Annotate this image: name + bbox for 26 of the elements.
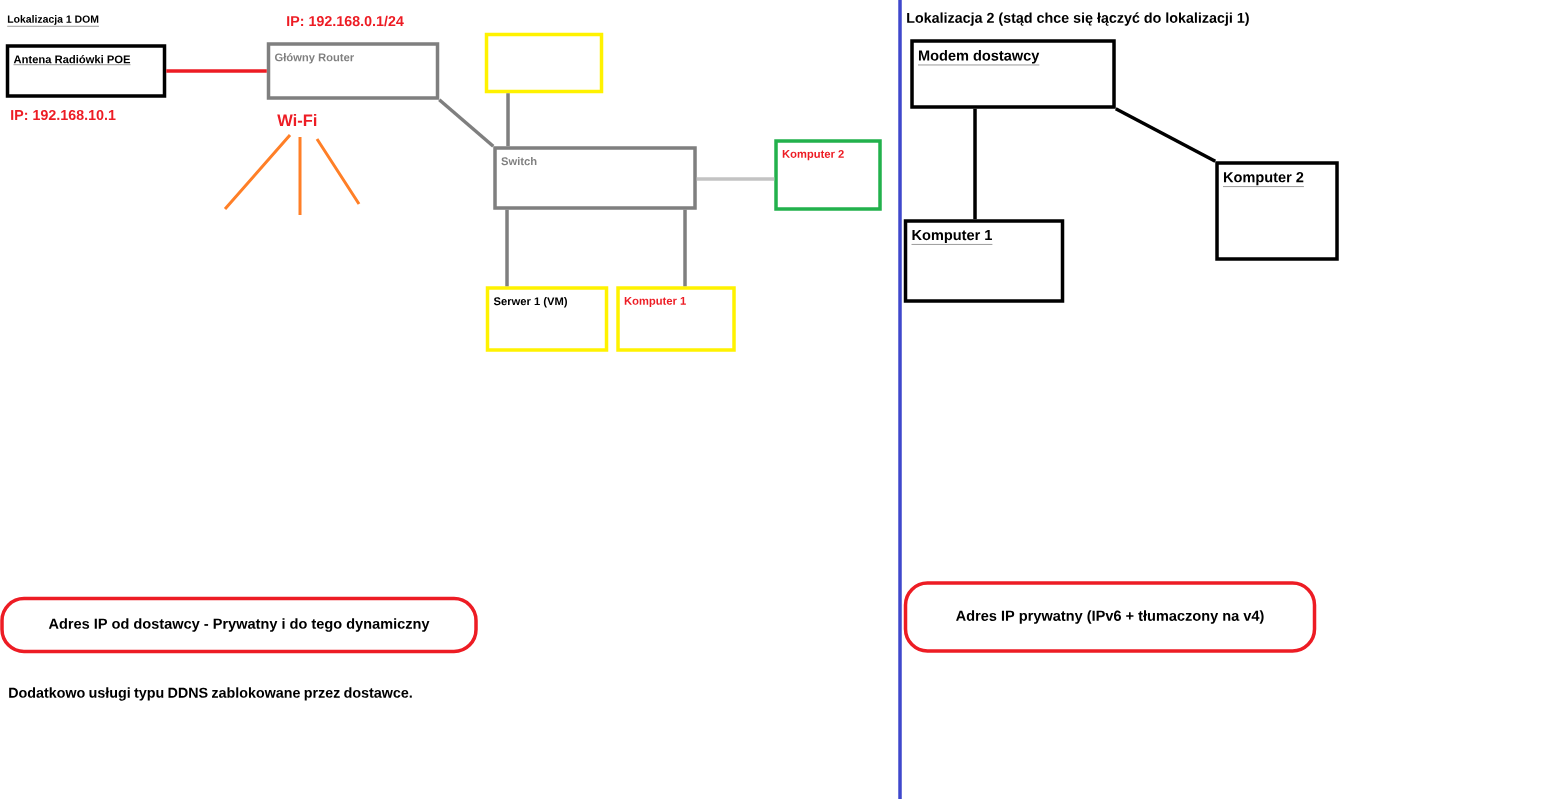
heading: Lokalizacja 2 (stąd chce się łączyć do lokalizacji 1) (907, 12, 1249, 26)
wifi-label: Wi-Fi (277, 114, 317, 126)
note-text: Dodatkowo usługi typu DDNS zablokowane przez dostawce. (9, 687, 412, 701)
device-box: Główny Router (266, 42, 440, 100)
connector-line (506, 93, 510, 147)
device-box: Modem dostawcy (910, 39, 1116, 109)
heading: Lokalizacja 1 DOM (7, 15, 100, 27)
connector-line (696, 177, 775, 181)
device-box: Komputer 1 (903, 219, 1065, 303)
connector-line (683, 209, 687, 287)
device-box: Komputer 2 (774, 139, 882, 211)
ip-address-label: IP: 192.168.10.1 (11, 109, 116, 121)
connector-line (505, 209, 509, 287)
device-box: Antena Radiówki POE (5, 44, 167, 98)
device-box: Serwer 1 (VM) (485, 286, 609, 352)
connector-line (166, 69, 267, 73)
device-box: Switch (493, 146, 697, 210)
ellipse-callout: Adres IP prywatny (IPv6 + tłumaczony na v4) (903, 581, 1317, 653)
ip-address-label: IP: 192.168.0.1/24 (287, 15, 404, 27)
connector-line (973, 108, 977, 220)
connector-line (438, 98, 495, 148)
device-box (484, 32, 604, 94)
device-box: Komputer 1 (616, 286, 736, 352)
device-box: Komputer 2 (1215, 161, 1339, 261)
ellipse-callout: Adres IP od dostawcy - Prywatny i do tego dynamiczny (0, 596, 478, 654)
connector-line (1114, 107, 1217, 163)
